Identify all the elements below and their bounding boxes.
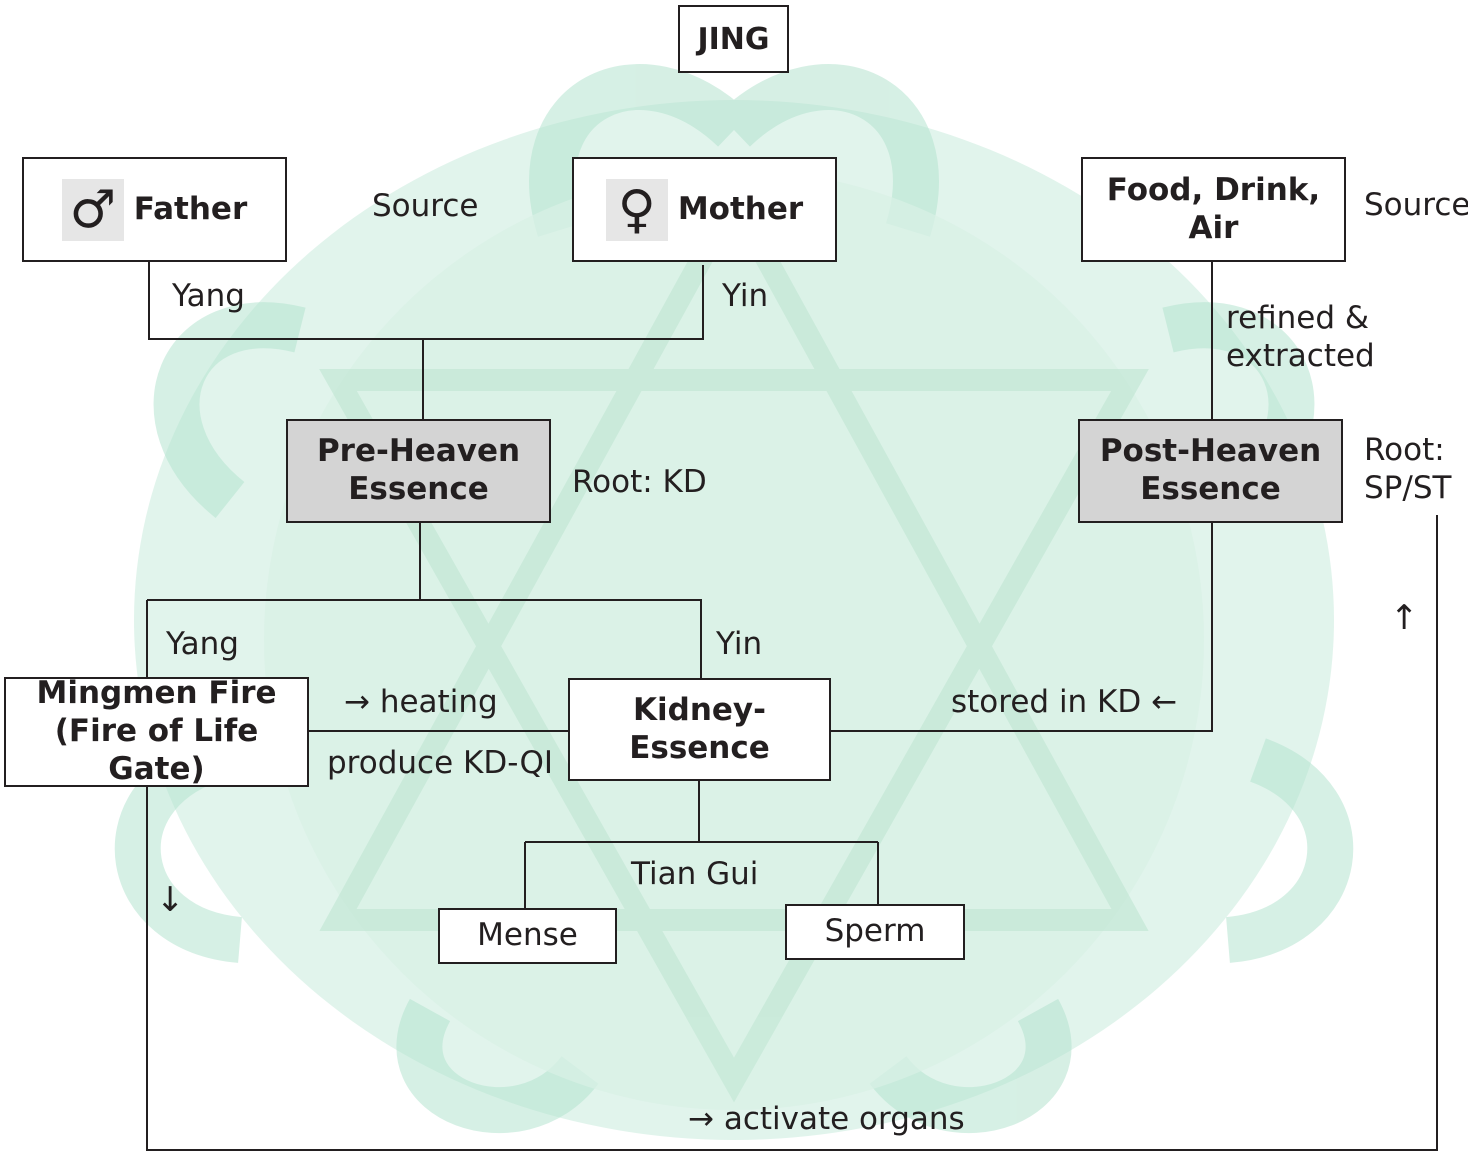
mense-box: Mense (438, 908, 617, 964)
post-heaven-essence-box: Post-Heaven Essence (1078, 419, 1343, 523)
mother-label: Mother (677, 190, 804, 227)
extracted-line: extracted (1226, 337, 1375, 374)
food-drink-air-label: Food, Drink, Air (1106, 171, 1321, 246)
post-heaven-line1: Post-Heaven (1099, 433, 1322, 470)
mother-box: ♀ Mother (572, 157, 837, 262)
yang-label-top: Yang (172, 278, 245, 314)
mense-label: Mense (477, 917, 578, 954)
post-heaven-line2: Essence (1140, 471, 1281, 507)
refined-line: refined & (1226, 300, 1370, 336)
kidney-essence-label: Kidney-Essence (629, 691, 770, 766)
source-label-right: Source (1364, 187, 1468, 223)
up-arrow: ↑ (1390, 598, 1419, 638)
spst-line: SP/ST (1364, 469, 1452, 506)
down-arrow: ↓ (156, 880, 185, 920)
mingmen-fire-box: Mingmen Fire (Fire of Life Gate) (4, 675, 309, 787)
refined-extracted-label: refined & extracted (1226, 300, 1375, 376)
kidney-essence-box: Kidney-Essence (568, 678, 831, 781)
jing-title: JING (697, 21, 770, 57)
stored-in-kd-label: stored in KD ← (951, 684, 1178, 720)
heating-label: → heating (344, 684, 498, 720)
father-label: Father (133, 190, 248, 227)
root-spst-label: Root: SP/ST (1364, 432, 1451, 508)
pre-heaven-line2: Essence (348, 471, 489, 507)
pre-heaven-line1: Pre-Heaven (316, 433, 521, 470)
sperm-box: Sperm (785, 904, 965, 960)
female-symbol-icon: ♀ (605, 178, 668, 241)
jing-title-box: JING (678, 5, 789, 73)
mingmen-line1: Mingmen Fire (36, 675, 277, 712)
produce-kd-qi-label: produce KD-QI (327, 745, 554, 781)
father-box: ♂ Father (22, 157, 287, 262)
root-kd-label: Root: KD (572, 464, 707, 500)
sperm-label: Sperm (824, 913, 926, 950)
tian-gui-label: Tian Gui (631, 856, 759, 892)
source-label-left: Source (372, 188, 479, 224)
yin-label-mid: Yin (716, 626, 763, 662)
yang-label-mid: Yang (166, 626, 239, 662)
mingmen-line2: (Fire of Life Gate) (54, 713, 259, 787)
food-drink-air-box: Food, Drink, Air (1081, 157, 1346, 262)
activate-organs-label: → activate organs (688, 1101, 965, 1137)
root-line: Root: (1364, 432, 1445, 468)
pre-heaven-essence-box: Pre-Heaven Essence (286, 419, 551, 523)
male-symbol-icon: ♂ (61, 178, 124, 241)
yin-label-top: Yin (722, 278, 769, 314)
